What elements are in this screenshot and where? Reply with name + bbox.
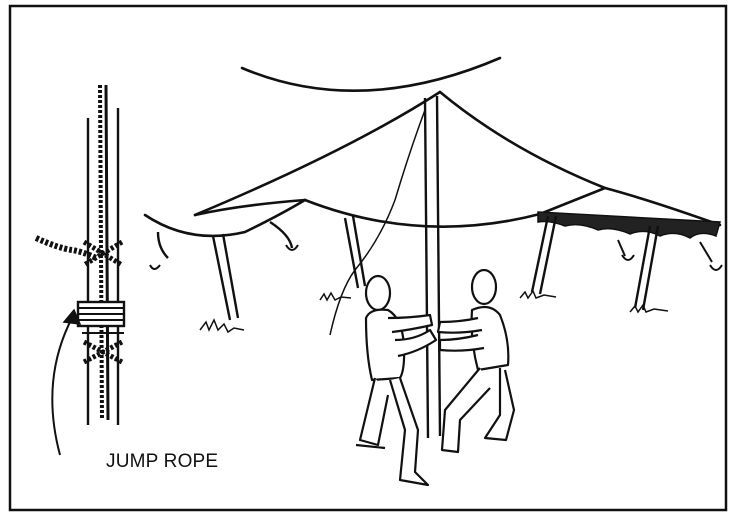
tarp xyxy=(145,58,720,236)
right-person xyxy=(438,270,514,452)
grass xyxy=(200,291,668,332)
left-person xyxy=(356,276,436,485)
jump-rope-label: JUMP ROPE xyxy=(106,451,218,473)
poles xyxy=(158,96,658,438)
stakes xyxy=(150,240,722,270)
rope-knot-detail xyxy=(36,85,124,455)
